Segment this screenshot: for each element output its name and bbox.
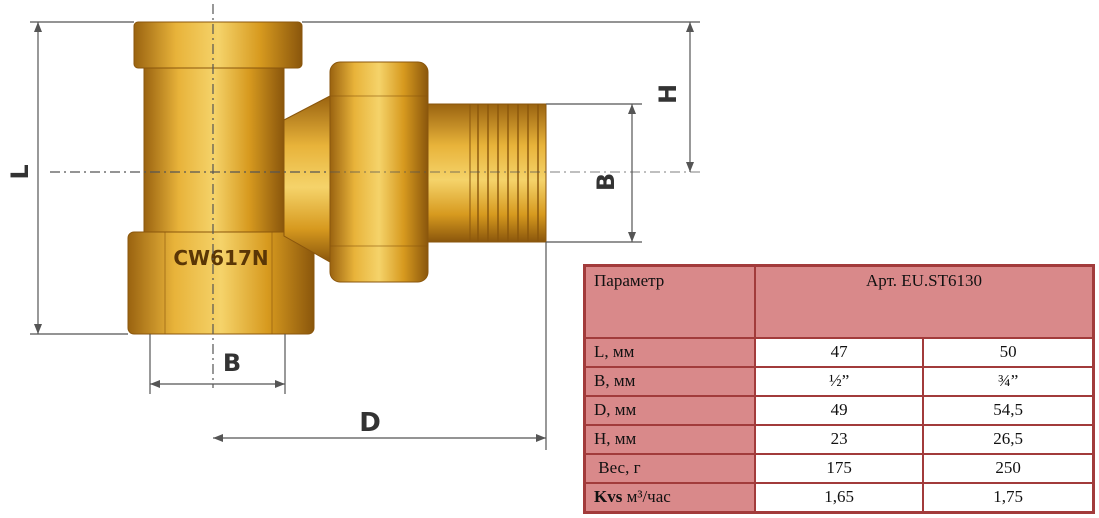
table-header-row: Параметр Арт. EU.ST6130: [583, 264, 1095, 339]
bottom-hex: [127, 231, 315, 335]
valve-drawing-svg: CW617N: [6, 4, 700, 450]
row-label: H, мм: [583, 423, 756, 455]
row-value-1: 49: [753, 394, 925, 426]
table-row: Kvs м³/час 1,65 1,75: [583, 481, 1095, 514]
row-value-1: 175: [753, 452, 925, 484]
table-row: D, мм 49 54,5: [583, 394, 1095, 426]
dim-label-D: D: [359, 408, 381, 438]
dim-label-H: H: [654, 84, 682, 104]
row-label-bold: Kvs: [594, 487, 623, 507]
row-value-1: 1,65: [753, 481, 925, 514]
tail-pipe: [427, 103, 471, 243]
body-marking: CW617N: [173, 246, 268, 270]
header-article: Арт. EU.ST6130: [754, 264, 1095, 339]
table-row: H, мм 23 26,5: [583, 423, 1095, 455]
row-value-2: 50: [922, 336, 1095, 368]
row-value-2: 54,5: [922, 394, 1095, 426]
table-row: B, мм ½” ¾”: [583, 365, 1095, 397]
vertical-body: [143, 67, 285, 237]
row-value-2: 1,75: [922, 481, 1095, 514]
row-value-1: ½”: [753, 365, 925, 397]
row-value-2: ¾”: [922, 365, 1095, 397]
dim-label-B-bottom: B: [223, 349, 241, 377]
valve-body: CW617N: [127, 21, 547, 335]
row-value-2: 26,5: [922, 423, 1095, 455]
valve-drawing: CW617N: [6, 4, 700, 450]
table-row: L, мм 47 50: [583, 336, 1095, 368]
row-label-unit: м³/час: [622, 487, 671, 507]
row-label: L, мм: [583, 336, 756, 368]
top-nut: [133, 21, 303, 69]
row-label: D, мм: [583, 394, 756, 426]
dimension-arrows: [34, 22, 694, 442]
side-arm: [283, 95, 331, 263]
dim-label-L: L: [6, 164, 34, 179]
row-label: Вес, г: [583, 452, 756, 484]
dimension-lines: [30, 4, 700, 450]
spec-table: Параметр Арт. EU.ST6130 L, мм 47 50 B, м…: [583, 264, 1095, 514]
row-value-1: 47: [753, 336, 925, 368]
row-value-1: 23: [753, 423, 925, 455]
row-value-2: 250: [922, 452, 1095, 484]
dim-label-B-right: B: [592, 173, 620, 191]
header-param: Параметр: [583, 264, 756, 339]
row-label: B, мм: [583, 365, 756, 397]
table-row: Вес, г 175 250: [583, 452, 1095, 484]
row-label: Kvs м³/час: [583, 481, 756, 514]
